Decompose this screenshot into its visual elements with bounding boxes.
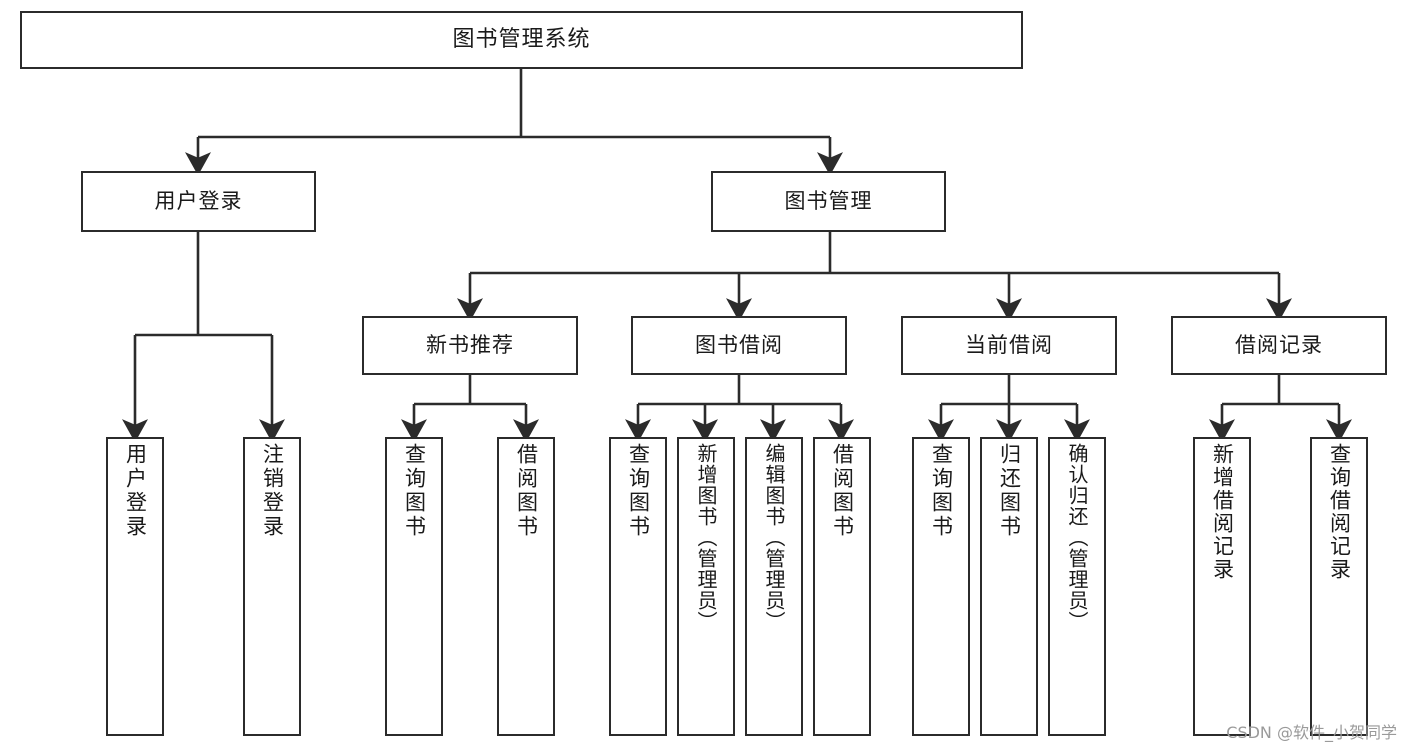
leaf-edit-book[interactable]: 编辑图书（管理员）: [745, 437, 803, 736]
leaf-query-book-1-label: 查询图书: [402, 443, 427, 539]
node-borrow-record-label: 借阅记录: [1235, 333, 1323, 358]
watermark: CSDN @软件_小贺同学: [1226, 723, 1397, 742]
leaf-user-login-label: 用户登录: [123, 443, 148, 539]
node-current-borrow-label: 当前借阅: [965, 333, 1053, 358]
leaf-query-record-label: 查询借阅记录: [1327, 443, 1352, 581]
leaf-query-book-3[interactable]: 查询图书: [912, 437, 970, 736]
node-new-book-recommend-label: 新书推荐: [426, 333, 514, 358]
leaf-return-book[interactable]: 归还图书: [980, 437, 1038, 736]
node-borrow-record[interactable]: 借阅记录: [1171, 316, 1387, 375]
leaf-add-record-label: 新增借阅记录: [1210, 443, 1235, 581]
node-book-borrow-label: 图书借阅: [695, 333, 783, 358]
leaf-add-book-label: 新增图书（管理员）: [694, 443, 718, 632]
node-current-borrow[interactable]: 当前借阅: [901, 316, 1117, 375]
leaf-borrow-book-1-label: 借阅图书: [514, 443, 539, 539]
node-book-manage-label: 图书管理: [784, 189, 873, 214]
leaf-borrow-book-2[interactable]: 借阅图书: [813, 437, 871, 736]
node-root-label: 图书管理系统: [452, 27, 591, 53]
leaf-return-book-label: 归还图书: [997, 443, 1022, 539]
leaf-edit-book-label: 编辑图书（管理员）: [762, 443, 786, 632]
leaf-add-book[interactable]: 新增图书（管理员）: [677, 437, 735, 736]
leaf-query-book-2-label: 查询图书: [626, 443, 651, 539]
leaf-query-record[interactable]: 查询借阅记录: [1310, 437, 1368, 736]
node-book-borrow[interactable]: 图书借阅: [631, 316, 847, 375]
node-book-manage[interactable]: 图书管理: [711, 171, 946, 232]
leaf-borrow-book-2-label: 借阅图书: [830, 443, 855, 539]
leaf-query-book-3-label: 查询图书: [929, 443, 954, 539]
leaf-user-logout-label: 注销登录: [260, 443, 285, 539]
leaf-borrow-book-1[interactable]: 借阅图书: [497, 437, 555, 736]
leaf-confirm-return[interactable]: 确认归还（管理员）: [1048, 437, 1106, 736]
node-new-book-recommend[interactable]: 新书推荐: [362, 316, 578, 375]
node-user-login-label: 用户登录: [154, 189, 243, 214]
leaf-add-record[interactable]: 新增借阅记录: [1193, 437, 1251, 736]
leaf-user-login[interactable]: 用户登录: [106, 437, 164, 736]
leaf-query-book-2[interactable]: 查询图书: [609, 437, 667, 736]
leaf-confirm-return-label: 确认归还（管理员）: [1065, 443, 1089, 632]
leaf-user-logout[interactable]: 注销登录: [243, 437, 301, 736]
node-user-login[interactable]: 用户登录: [81, 171, 316, 232]
node-root-system[interactable]: 图书管理系统: [20, 11, 1023, 69]
leaf-query-book-1[interactable]: 查询图书: [385, 437, 443, 736]
